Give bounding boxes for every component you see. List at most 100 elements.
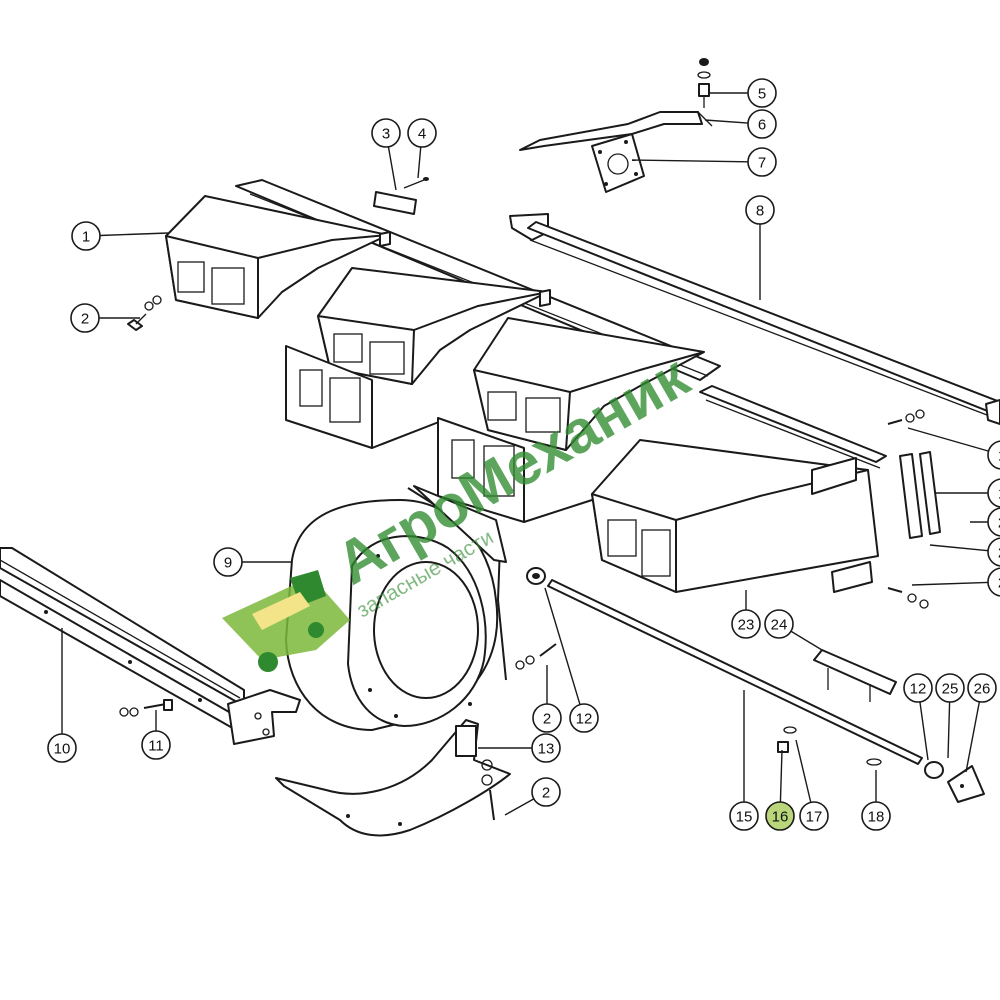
item-24-plate <box>813 649 897 702</box>
duct-1 <box>165 195 391 319</box>
callout-c18: 18 <box>861 801 891 831</box>
callout-number: 2 <box>998 515 1000 532</box>
callout-c17: 17 <box>799 801 829 831</box>
callout-number: 11 <box>148 738 164 755</box>
callout-c2a: 2 <box>70 303 100 333</box>
callout-number: 3 <box>382 126 390 143</box>
callout-circle <box>71 221 101 251</box>
callout-number: 4 <box>418 126 426 143</box>
callout-number: 8 <box>756 203 764 220</box>
callout-c6: 6 <box>747 109 777 139</box>
right-beam <box>699 385 887 469</box>
item-5-bolt <box>697 58 711 108</box>
callout-circle <box>747 147 777 177</box>
callout-c10: 10 <box>47 733 77 763</box>
callout-r5: 2 <box>987 567 1000 597</box>
callout-c24: 24 <box>764 609 794 639</box>
callout-c8: 8 <box>745 195 775 225</box>
callout-c5: 5 <box>747 78 777 108</box>
harvester-logo <box>222 570 350 672</box>
callout-number: 2 <box>543 711 551 728</box>
callout-circle <box>799 801 829 831</box>
callout-c15: 15 <box>729 801 759 831</box>
leader-r4 <box>929 544 989 552</box>
leader-r5 <box>911 581 989 586</box>
callout-labels: 1234567891011122132232415161718122526112… <box>47 78 1000 831</box>
callout-c12b: 12 <box>903 673 933 703</box>
right-bolt-1 <box>887 409 925 425</box>
callout-c23: 23 <box>731 609 761 639</box>
callout-c3: 3 <box>371 118 401 148</box>
duct-3 <box>473 317 705 451</box>
duct-2-lower <box>285 345 445 449</box>
leader-c3 <box>387 146 397 191</box>
right-bolt-2 <box>887 587 929 609</box>
callout-circle <box>371 118 401 148</box>
callout-c25: 25 <box>935 673 965 703</box>
item-6-bracket <box>519 111 713 151</box>
leader-c12a <box>544 587 581 705</box>
callout-circle <box>747 78 777 108</box>
callout-r2: 1 <box>987 478 1000 508</box>
callout-c11: 11 <box>141 730 171 760</box>
callout-circle <box>407 118 437 148</box>
callout-number: 5 <box>758 86 766 103</box>
item-11-bolt <box>119 699 173 717</box>
callout-r1: 1 <box>987 440 1000 470</box>
leader-c16 <box>779 749 783 803</box>
leader-c6 <box>704 119 749 124</box>
callout-c9: 9 <box>213 547 243 577</box>
item-3-plate <box>373 191 417 215</box>
leader-c4 <box>417 146 422 179</box>
callout-number: 13 <box>538 741 555 758</box>
callout-number: 18 <box>868 809 885 826</box>
harvester-wheel-rear <box>308 622 324 638</box>
callout-number: 2 <box>542 785 550 802</box>
callout-number: 16 <box>772 809 789 826</box>
callout-r3: 2 <box>987 507 1000 537</box>
callout-number: 15 <box>736 809 753 826</box>
callout-c12a: 12 <box>569 703 599 733</box>
callout-number: 1 <box>998 486 1000 503</box>
callout-circle <box>987 537 1000 567</box>
item-12-bearing <box>526 567 546 585</box>
callout-number: 1 <box>82 229 90 246</box>
callout-circle <box>569 703 599 733</box>
callout-number: 9 <box>224 555 232 572</box>
item-13-shield <box>275 719 511 837</box>
item-10-rail <box>0 547 301 745</box>
item-8-bar <box>509 213 1000 425</box>
callout-number: 1 <box>998 448 1000 465</box>
leader-c12b <box>919 701 929 761</box>
callout-circle <box>47 733 77 763</box>
callout-circle <box>765 801 795 831</box>
leader-c7 <box>631 159 749 163</box>
harvester-stripe <box>252 592 310 630</box>
item-7-plate <box>591 133 645 193</box>
callout-number: 25 <box>942 681 959 698</box>
callout-circle <box>935 673 965 703</box>
callout-number: 2 <box>998 545 1000 562</box>
harvester-wheel-front <box>258 652 278 672</box>
callout-c26: 26 <box>967 673 997 703</box>
right-strip-a <box>899 453 923 539</box>
callout-circle <box>987 440 1000 470</box>
item-2-bolt-low <box>481 759 495 821</box>
callout-number: 7 <box>758 155 766 172</box>
item-2-bolt-mid <box>515 643 557 670</box>
callout-circle <box>141 730 171 760</box>
leader-lines <box>61 92 989 816</box>
callout-number: 2 <box>81 311 89 328</box>
callout-circle <box>531 777 561 807</box>
callout-c1: 1 <box>71 221 101 251</box>
callout-number: 26 <box>974 681 991 698</box>
item-26-bracket <box>947 765 985 803</box>
callout-circle <box>861 801 891 831</box>
callout-number: 24 <box>771 617 788 634</box>
leader-c26 <box>965 701 981 773</box>
callout-circle <box>729 801 759 831</box>
item-16-nut <box>777 741 789 753</box>
right-strip-b <box>919 451 941 535</box>
callout-circle <box>903 673 933 703</box>
